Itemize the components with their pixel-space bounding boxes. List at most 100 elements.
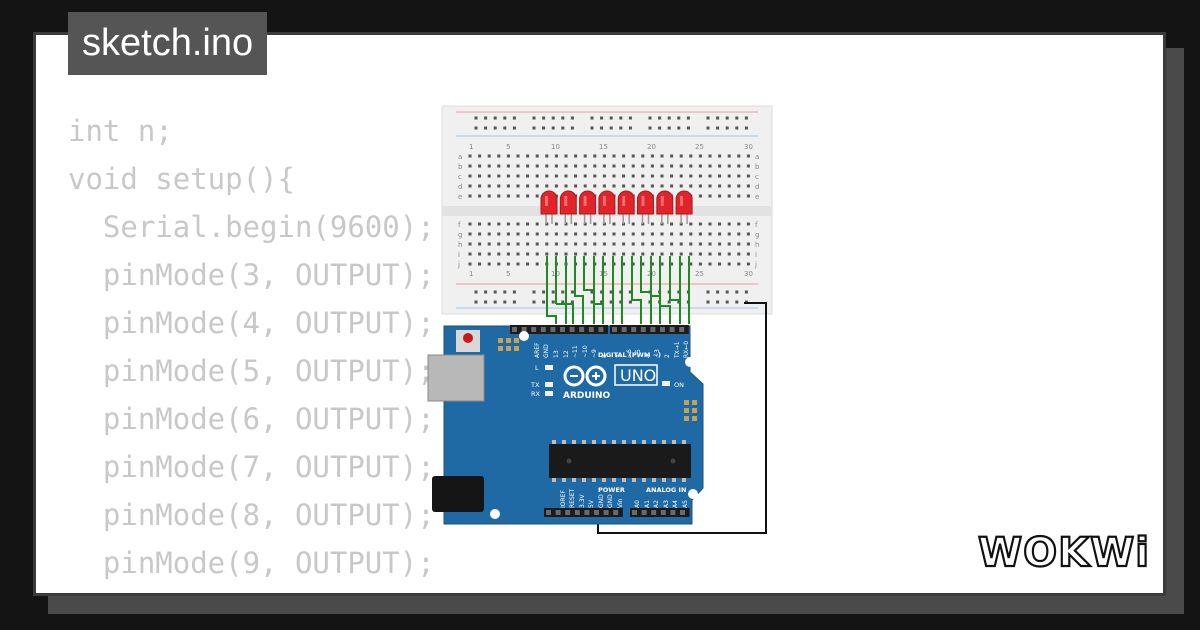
analog-pin-label: A4	[672, 500, 679, 508]
breadboard-hole	[554, 164, 558, 168]
breadboard-hole	[622, 242, 626, 246]
mount-hole	[490, 509, 500, 519]
column-number: 20	[647, 143, 656, 151]
icsp-pin	[684, 408, 689, 413]
icsp-pin	[692, 400, 697, 405]
breadboard-hole	[718, 232, 722, 236]
header-pin	[631, 327, 637, 332]
header-pin	[660, 327, 665, 332]
led-highlight	[583, 196, 587, 206]
wire	[659, 256, 671, 324]
breadboard-hole	[574, 154, 578, 158]
breadboard-hole	[679, 252, 683, 256]
breadboard-hole	[698, 184, 702, 188]
arduino-infinity-icon	[563, 365, 607, 387]
breadboard-hole	[468, 232, 472, 236]
breadboard-hole	[622, 174, 626, 178]
digital-pin-label: 8	[601, 354, 608, 358]
rail-hole	[474, 116, 478, 120]
breadboard-hole	[554, 242, 558, 246]
led-highlight	[602, 196, 606, 206]
rail-hole	[551, 126, 555, 130]
breadboard-hole	[487, 164, 491, 168]
breadboard-hole	[622, 184, 626, 188]
breadboard-hole	[526, 252, 530, 256]
digital-pin-label: 12	[563, 350, 570, 358]
breadboard-hole	[516, 242, 520, 246]
logo-text: WOKWi	[978, 530, 1150, 576]
column-number: 5	[506, 143, 510, 151]
breadboard-hole	[718, 184, 722, 188]
rail-hole	[600, 290, 604, 294]
breadboard-hole	[622, 232, 626, 236]
digital-pin-label: GND	[543, 344, 550, 358]
breadboard-hole	[679, 154, 683, 158]
chip-pin	[592, 478, 596, 482]
analog-pin-label: A3	[663, 500, 670, 508]
breadboard-hole	[535, 184, 539, 188]
rail-hole	[677, 290, 681, 294]
header-pin	[621, 327, 627, 332]
breadboard-hole	[487, 232, 491, 236]
rail-hole	[735, 300, 739, 304]
header-pin	[651, 510, 657, 515]
breadboard-hole	[574, 222, 578, 226]
breadboard-hole	[554, 184, 558, 188]
column-number: 25	[695, 143, 704, 151]
digital-pin-label: 13	[553, 350, 560, 358]
led	[656, 190, 674, 215]
power-pin-header	[544, 508, 623, 517]
header-pin	[550, 327, 556, 332]
breadboard-hole	[574, 184, 578, 188]
rail-hole	[744, 290, 748, 294]
brand-label: ARDUINO	[563, 391, 611, 401]
breadboard-hole	[670, 252, 674, 256]
breadboard-hole	[689, 174, 693, 178]
breadboard-hole	[497, 222, 501, 226]
breadboard-hole	[602, 252, 606, 256]
svg-text:c: c	[458, 173, 462, 181]
rail-hole	[667, 126, 671, 130]
breadboard-hole	[593, 154, 597, 158]
breadboard-hole	[526, 242, 530, 246]
header-pin	[588, 327, 594, 332]
breadboard-hole	[670, 242, 674, 246]
svg-text:a: a	[755, 153, 759, 161]
header-pin	[560, 327, 565, 332]
chip-pin	[612, 440, 616, 444]
digital-pin-label: 2	[664, 354, 671, 358]
breadboard-hole	[737, 222, 741, 226]
icsp-pin	[684, 416, 689, 421]
reset-button[interactable]	[463, 333, 473, 343]
header-pin	[574, 510, 580, 515]
rail-hole	[484, 290, 488, 294]
breadboard-hole	[602, 164, 606, 168]
breadboard-hole	[670, 262, 674, 266]
rail-hole	[628, 116, 632, 120]
breadboard-hole	[468, 252, 472, 256]
rail-hole	[716, 126, 720, 130]
breadboard-hole	[737, 232, 741, 236]
digital-pin-label: RX←0	[683, 341, 690, 358]
breadboard-hole	[689, 232, 693, 236]
column-number: 1	[469, 270, 473, 278]
chip-pin	[592, 440, 596, 444]
code-line: pinMode(8, OUTPUT);	[68, 498, 435, 532]
breadboard-hole	[468, 164, 472, 168]
breadboard-hole	[660, 154, 664, 158]
green-wires	[546, 256, 690, 324]
rail-hole	[493, 126, 497, 130]
breadboard-hole	[602, 154, 606, 158]
breadboard-hole	[718, 154, 722, 158]
power-pin-label: GND	[607, 494, 614, 508]
column-number: 1	[469, 143, 473, 151]
l-label: L	[535, 364, 539, 372]
breadboard-hole	[660, 232, 664, 236]
header-pin	[632, 510, 637, 515]
rail-hole	[542, 300, 546, 304]
breadboard-hole	[727, 154, 731, 158]
rail-hole	[716, 300, 720, 304]
code-line: pinMode(4, OUTPUT);	[68, 306, 435, 340]
header-pin	[650, 327, 656, 332]
